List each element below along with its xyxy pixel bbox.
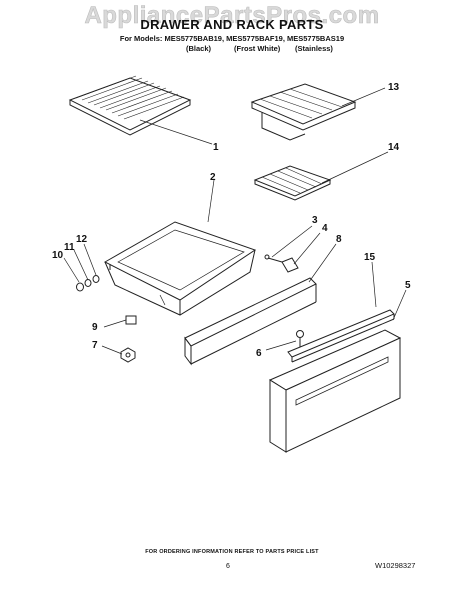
ordering-note: FOR ORDERING INFORMATION REFER TO PARTS … bbox=[145, 549, 319, 555]
variant-frost-white: (Frost White) bbox=[234, 44, 281, 53]
small-rack[interactable] bbox=[253, 165, 332, 201]
callout-10: 10 bbox=[52, 250, 64, 261]
callout-2: 2 bbox=[210, 172, 216, 183]
watermark: AppliancePartsPros.com bbox=[84, 2, 380, 30]
callout-7: 7 bbox=[92, 340, 98, 351]
callout-14: 14 bbox=[388, 142, 400, 153]
page-number: 6 bbox=[226, 563, 230, 570]
callout-4: 4 bbox=[322, 223, 328, 234]
upper-rack[interactable] bbox=[250, 83, 357, 141]
page-title: DRAWER AND RACK PARTS bbox=[140, 17, 324, 32]
callout-1: 1 bbox=[213, 142, 219, 153]
models-line: For Models: MES5775BAB19, MES5775BAF19, … bbox=[119, 34, 345, 43]
callout-8: 8 bbox=[336, 234, 342, 245]
screw-set[interactable] bbox=[76, 275, 100, 292]
variant-black: (Black) bbox=[186, 44, 212, 53]
drawer-bracket[interactable] bbox=[264, 254, 299, 273]
callout-11: 11 bbox=[64, 242, 75, 253]
callout-15: 15 bbox=[364, 252, 376, 263]
drawer-front[interactable] bbox=[268, 329, 402, 453]
nut[interactable] bbox=[120, 347, 136, 363]
callout-6-lower: 6 bbox=[256, 348, 262, 359]
oven-rack[interactable] bbox=[68, 75, 192, 136]
document-code: W10298327 bbox=[375, 561, 416, 570]
trim-strip[interactable] bbox=[287, 309, 395, 363]
clip[interactable] bbox=[125, 315, 137, 325]
callout-9: 9 bbox=[92, 322, 98, 333]
callout-5: 5 bbox=[405, 280, 411, 291]
drawer-pan[interactable] bbox=[103, 221, 257, 316]
mounting-screw[interactable] bbox=[296, 330, 304, 349]
callout-13: 13 bbox=[388, 82, 400, 93]
variant-stainless: (Stainless) bbox=[295, 44, 333, 53]
callout-3: 3 bbox=[312, 215, 318, 226]
callout-12: 12 bbox=[76, 234, 88, 245]
drawer-front-panel[interactable] bbox=[184, 277, 317, 366]
